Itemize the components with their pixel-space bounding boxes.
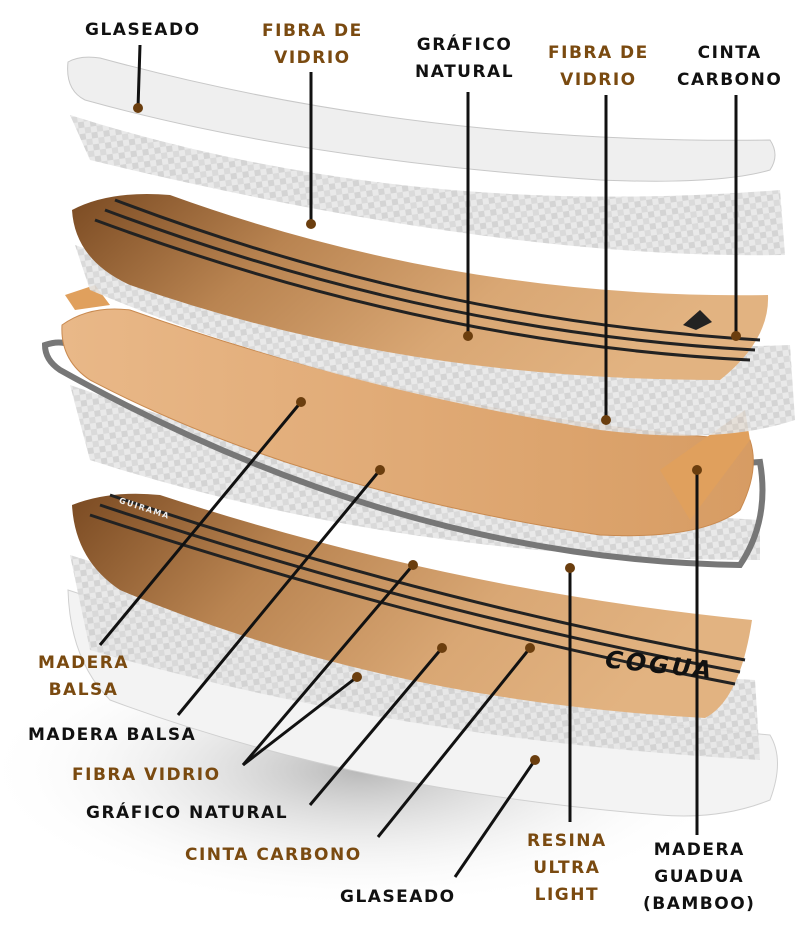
layer-madera-balsa <box>61 308 754 537</box>
label-resina-ultra-light: RESINA ULTRA LIGHT <box>527 828 607 909</box>
leader-dots <box>133 103 741 765</box>
label-line: NATURAL <box>415 62 515 82</box>
label-madera-balsa-1: MADERA BALSA <box>38 650 129 704</box>
label-cinta-carbono-top: CINTA CARBONO <box>677 40 782 94</box>
bamboo-insert <box>660 410 750 520</box>
label-line: CARBONO <box>677 70 783 90</box>
label-line: LIGHT <box>534 885 600 905</box>
label-fibra-vidrio-top-2: FIBRA DE VIDRIO <box>548 40 649 94</box>
label-line: GUADUA <box>654 867 745 887</box>
label-line: BALSA <box>48 680 119 700</box>
label-line: CINTA <box>697 43 762 63</box>
label-grafico-natural-top: GRÁFICO NATURAL <box>415 32 514 86</box>
label-line: (BAMBOO) <box>643 894 756 914</box>
label-madera-guadua: MADERA GUADUA (BAMBOO) <box>643 837 755 918</box>
label-madera-balsa-2: MADERA BALSA <box>28 725 197 745</box>
layer-glaseado-top <box>67 56 776 182</box>
label-line: ULTRA <box>533 858 601 878</box>
label-line: FIBRA DE <box>262 21 363 41</box>
label-line: MADERA <box>38 653 130 673</box>
label-cinta-carbono-left: CINTA CARBONO <box>185 845 362 865</box>
leader-lines <box>98 44 738 878</box>
brand-icon <box>683 310 712 330</box>
label-line: RESINA <box>527 831 607 851</box>
label-line: VIDRIO <box>274 48 351 68</box>
label-line: FIBRA DE <box>548 43 649 63</box>
label-grafico-natural-left: GRÁFICO NATURAL <box>86 803 289 823</box>
label-line: VIDRIO <box>560 70 637 90</box>
label-line: GRÁFICO <box>416 35 513 55</box>
label-fibra-vidrio-top-1: FIBRA DE VIDRIO <box>262 18 363 72</box>
label-fibra-vidrio-left: FIBRA VIDRIO <box>72 765 221 785</box>
label-glaseado-top: GLASEADO <box>85 20 201 40</box>
label-line: MADERA <box>653 840 745 860</box>
label-glaseado-bottom: GLASEADO <box>340 887 456 907</box>
